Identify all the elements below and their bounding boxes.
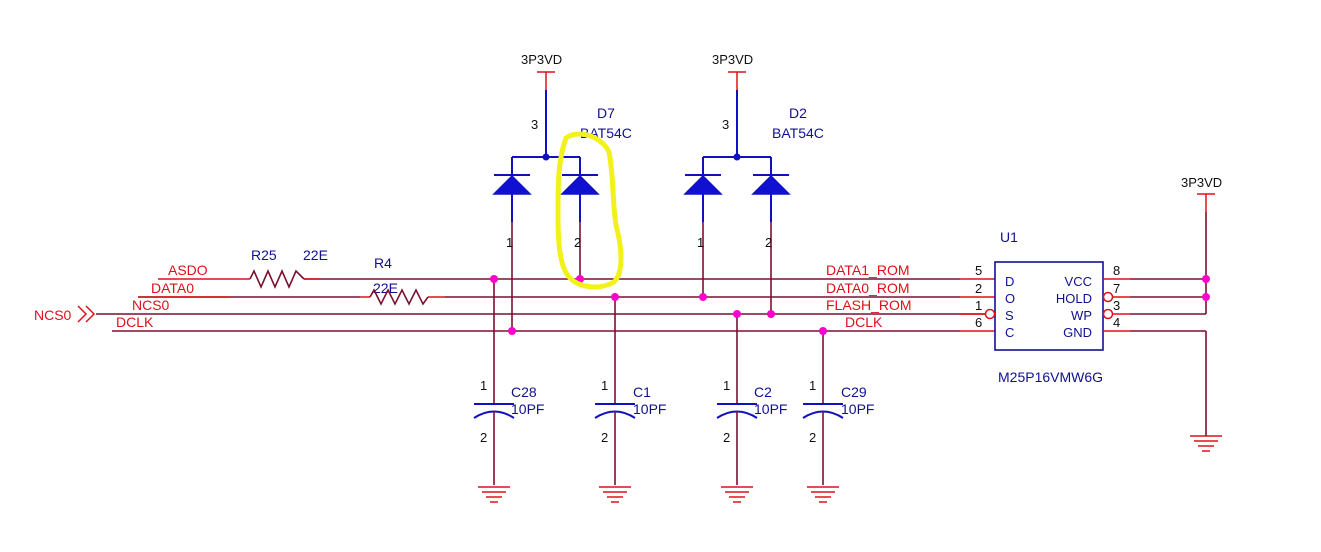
- pin-name: C: [1005, 325, 1014, 340]
- pin-number: 1: [601, 378, 608, 393]
- pin-number: 2: [601, 430, 608, 445]
- diode-d7: D7 BAT54C 3 1 2: [492, 90, 632, 331]
- capacitor-value: 10PF: [633, 401, 666, 417]
- net-wires: [96, 278, 995, 332]
- capacitor-c29: 1 2 C29 10PF: [802, 331, 874, 485]
- ground-icon: [478, 486, 510, 503]
- resistor-value: 22E: [373, 280, 398, 296]
- pin-number: 1: [506, 235, 513, 250]
- capacitor-c1: 1 2 C1 10PF: [594, 297, 666, 485]
- pin-number: 1: [975, 298, 982, 313]
- ic-u1: U1 M25P16VMW6G 5 2 1 6 D O S C VCC HOLD …: [975, 212, 1207, 436]
- diode-d2: D2 BAT54C 3 1 2: [683, 90, 824, 314]
- port-ncs0: NCS0: [34, 305, 96, 323]
- pin-number: 8: [1113, 263, 1120, 278]
- diode-part: BAT54C: [772, 125, 824, 141]
- power-label: 3P3VD: [1181, 175, 1222, 190]
- pin-name: O: [1005, 291, 1015, 306]
- ground-icon: [1190, 435, 1222, 452]
- ground-icon: [599, 486, 631, 503]
- resistor-ref: R4: [374, 255, 392, 271]
- net-label-dclk-rom: DCLK: [845, 314, 883, 330]
- power-3p3vd-d7: 3P3VD: [521, 52, 562, 90]
- pin-number: 3: [722, 117, 729, 132]
- power-3p3vd-u1: 3P3VD: [1181, 175, 1222, 212]
- capacitor-ref: C1: [633, 384, 651, 400]
- resistor-value: 22E: [303, 247, 328, 263]
- power-3p3vd-d2: 3P3VD: [712, 52, 753, 90]
- net-label-data1-rom: DATA1_ROM: [826, 262, 910, 278]
- capacitor-ref: C28: [511, 384, 537, 400]
- net-label-asdo: ASDO: [168, 262, 208, 278]
- ic-part: M25P16VMW6G: [998, 369, 1103, 385]
- resistor-r25: R25 22E: [249, 247, 328, 289]
- pin-number: 1: [697, 235, 704, 250]
- ground-icon: [807, 486, 839, 503]
- pin-number: 1: [480, 378, 487, 393]
- capacitor-c28: 1 2 C28 10PF: [473, 279, 544, 485]
- net-label-data0: DATA0: [151, 280, 194, 296]
- pin-name: D: [1005, 274, 1014, 289]
- ground-icon: [721, 486, 753, 503]
- capacitor-c2: 1 2 C2 10PF: [716, 314, 787, 485]
- capacitor-value: 10PF: [754, 401, 787, 417]
- pin-number: 2: [723, 430, 730, 445]
- pin-number: 5: [975, 263, 982, 278]
- net-label-ncs0: NCS0: [132, 297, 170, 313]
- pin-name: HOLD: [1056, 291, 1092, 306]
- pin-name: GND: [1063, 325, 1092, 340]
- ground-symbols: [478, 435, 1222, 503]
- ic-body: [994, 261, 1104, 351]
- pin-name: S: [1005, 308, 1014, 323]
- pin-number: 2: [975, 281, 982, 296]
- pin-number: 2: [809, 430, 816, 445]
- pin-number: 7: [1113, 281, 1120, 296]
- power-label: 3P3VD: [712, 52, 753, 67]
- net-label-dclk: DCLK: [116, 314, 154, 330]
- resistor-ref: R25: [251, 247, 277, 263]
- capacitor-ref: C2: [754, 384, 772, 400]
- pin-name: WP: [1071, 308, 1092, 323]
- power-label: 3P3VD: [521, 52, 562, 67]
- highlight-annotation: [555, 131, 624, 290]
- pin-number: 2: [765, 235, 772, 250]
- net-label-data0-rom: DATA0_ROM: [826, 280, 910, 296]
- pin-number: 1: [809, 378, 816, 393]
- pin-name: VCC: [1065, 274, 1092, 289]
- capacitor-ref: C29: [841, 384, 867, 400]
- diode-ref: D2: [789, 105, 807, 121]
- resistor-r4: R4 22E: [369, 255, 429, 306]
- pin-number: 2: [574, 235, 581, 250]
- capacitor-value: 10PF: [511, 401, 544, 417]
- pin-number: 2: [480, 430, 487, 445]
- pin-number: 3: [1113, 298, 1120, 313]
- pin-number: 4: [1113, 315, 1120, 330]
- pin-number: 6: [975, 315, 982, 330]
- ic-ref: U1: [1000, 229, 1018, 245]
- junction-dots: [490, 275, 1210, 335]
- net-label-flash-rom: FLASH_ROM: [826, 297, 912, 313]
- pin-number: 1: [723, 378, 730, 393]
- pin-number: 3: [531, 117, 538, 132]
- diode-ref: D7: [597, 105, 615, 121]
- port-label: NCS0: [34, 307, 72, 323]
- capacitor-value: 10PF: [841, 401, 874, 417]
